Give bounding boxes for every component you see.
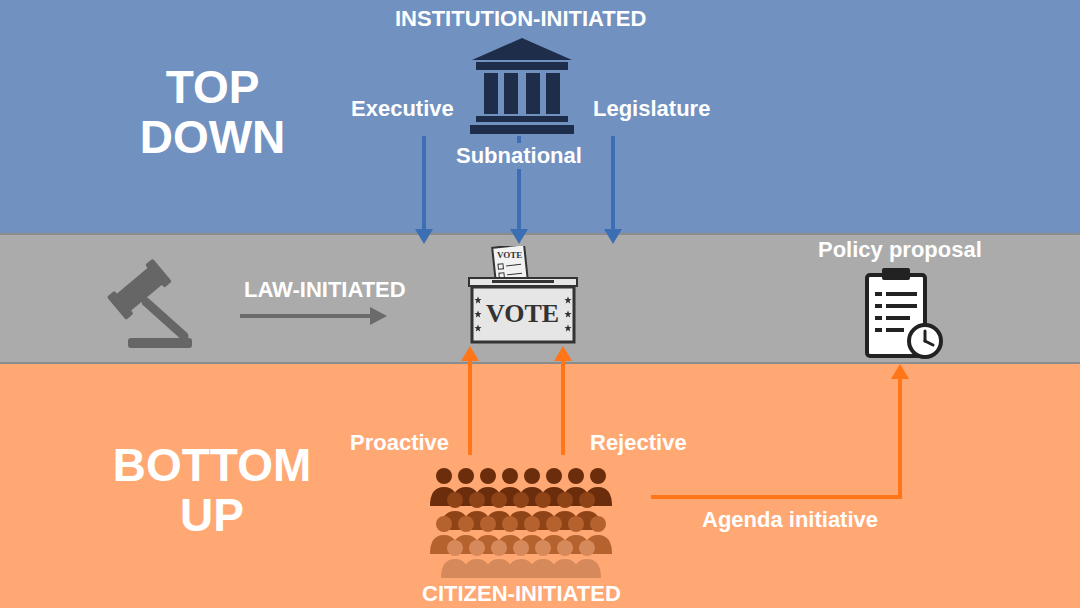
connector-line [468, 361, 472, 455]
connector-line [422, 136, 426, 229]
connector-line [561, 361, 565, 455]
node-heading: Policy proposal [818, 237, 982, 263]
building-icon [470, 38, 574, 134]
connector-line [611, 136, 615, 229]
arrow-head [554, 346, 572, 361]
law-arrow [240, 307, 387, 325]
connector-arrow [461, 346, 479, 455]
arrow-label: Agenda initiative [702, 507, 878, 533]
clipboard-icon [864, 266, 944, 360]
connector-arrow [554, 346, 572, 455]
arrow-label: LAW-INITIATED [244, 277, 406, 303]
arrow-label: Executive [351, 96, 454, 122]
ballot-box: VOTE [468, 246, 578, 344]
band-bottom: BOTTOM UP CITIZEN-INITIATED [0, 364, 1080, 608]
arrow-label: Proactive [350, 430, 449, 456]
band-title: TOP DOWN [125, 62, 300, 162]
band-top: TOP DOWN INSTITUTION-INITIATED [0, 0, 1080, 233]
arrow-head [510, 229, 528, 244]
middle-band [0, 233, 1080, 364]
connector-line [651, 379, 900, 497]
arrow-label: Legislature [593, 96, 710, 122]
band-title: BOTTOM UP [92, 440, 332, 540]
ballot-paper-text: VOTE [497, 250, 522, 261]
group-heading: CITIZEN-INITIATED [422, 581, 621, 607]
gavel-icon [107, 258, 192, 348]
group-heading: INSTITUTION-INITIATED [395, 6, 646, 32]
connector-arrow [415, 136, 433, 244]
arrow-head [461, 346, 479, 361]
citizen-node: CITIZEN-INITIATED [391, 455, 651, 608]
arrow-label: Rejective [590, 430, 687, 456]
arrow-head [604, 229, 622, 244]
ballot-box-text: VOTE [486, 287, 559, 341]
arrow-label: Subnational [452, 143, 586, 169]
arrow-head [891, 364, 909, 379]
crowd-icon [428, 466, 614, 578]
policy-node: Policy proposal [790, 234, 1010, 362]
connector-arrow [651, 364, 909, 497]
ballot-box-icon [468, 246, 578, 344]
connector-arrow [604, 136, 622, 244]
arrow-head [415, 229, 433, 244]
